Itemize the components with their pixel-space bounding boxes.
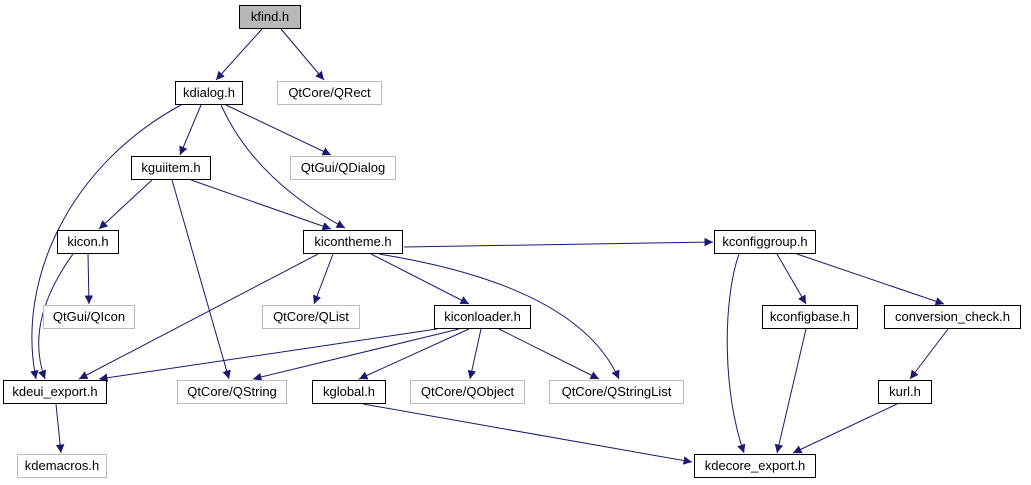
edge-kiconloader-h-to-kdeui-export-h bbox=[98, 328, 438, 382]
edge-kiconloader-h-to-qt-qstring bbox=[252, 328, 460, 382]
edge-kicontheme-h-to-kiconloader-h bbox=[370, 253, 470, 305]
node-kdecore-export-h[interactable]: kdecore_export.h bbox=[694, 454, 816, 478]
node-kdemacros-h: kdemacros.h bbox=[17, 454, 107, 478]
node-kdialog-h[interactable]: kdialog.h bbox=[175, 81, 243, 105]
edge-kiconloader-h-to-kglobal-h bbox=[358, 328, 470, 380]
node-kguiitem-h[interactable]: kguiitem.h bbox=[131, 156, 211, 180]
edge-kicontheme-h-to-kconfiggroup-h bbox=[403, 237, 714, 248]
node-qtcore-qrect: QtCore/QRect bbox=[277, 81, 382, 105]
edge-kurl-h-to-kdecore-export-h bbox=[792, 403, 898, 454]
node-kiconloader-h[interactable]: kiconloader.h bbox=[434, 305, 531, 329]
edge-kdialog-h-to-kguiitem-h bbox=[179, 104, 202, 156]
node-conversion-check-h[interactable]: conversion_check.h bbox=[884, 305, 1021, 329]
edge-kconfiggroup-h-to-conversion-check-h bbox=[796, 253, 945, 306]
edge-kicontheme-h-to-kdeui-export-h bbox=[78, 253, 319, 380]
edge-kicontheme-h-to-qt-qlist bbox=[313, 253, 334, 305]
edge-kconfiggroup-h-to-kdecore-export-h bbox=[726, 253, 746, 454]
edge-conversion-check-h-to-kurl-h bbox=[909, 328, 949, 380]
edge-kicon-h-to-kdeui-export-h bbox=[38, 253, 74, 380]
edge-kconfigbase-h-to-kdecore-export-h bbox=[774, 328, 807, 454]
node-kurl-h[interactable]: kurl.h bbox=[878, 380, 932, 404]
edge-kiconloader-h-to-qt-qstringlist bbox=[498, 328, 600, 380]
edge-kdialog-h-to-qt-qdialog bbox=[225, 104, 332, 156]
node-kfind-h[interactable]: kfind.h bbox=[239, 5, 301, 29]
node-kicon-h[interactable]: kicon.h bbox=[57, 230, 119, 254]
edge-kdialog-h-to-kicontheme-h bbox=[220, 104, 346, 229]
edge-kiconloader-h-to-qt-qobject bbox=[467, 328, 482, 380]
edge-kguiitem-h-to-kicon-h bbox=[98, 179, 153, 230]
edge-kfind-h-to-kdialog-h bbox=[215, 28, 263, 81]
node-qtgui-qicon: QtGui/QIcon bbox=[43, 305, 135, 329]
node-kconfigbase-h[interactable]: kconfigbase.h bbox=[762, 305, 858, 329]
node-kicontheme-h[interactable]: kicontheme.h bbox=[303, 230, 403, 254]
edge-kdeui-export-h-to-kdemacros-h bbox=[55, 403, 65, 454]
edge-kicontheme-h-to-qt-qstringlist bbox=[378, 253, 620, 380]
node-qtcore-qlist: QtCore/QList bbox=[262, 305, 360, 329]
node-kglobal-h[interactable]: kglobal.h bbox=[312, 380, 386, 404]
edge-kguiitem-h-to-kicontheme-h bbox=[190, 179, 332, 231]
node-qtcore-qstring: QtCore/QString bbox=[177, 380, 287, 404]
edge-kconfiggroup-h-to-kconfigbase-h bbox=[776, 253, 807, 305]
edge-kicon-h-to-qt-qicon bbox=[84, 253, 94, 305]
node-qtcore-qstringlist: QtCore/QStringList bbox=[549, 380, 684, 404]
node-qtgui-qdialog: QtGui/QDialog bbox=[290, 156, 396, 180]
node-qtcore-qobject: QtCore/QObject bbox=[410, 380, 525, 404]
node-kconfiggroup-h[interactable]: kconfiggroup.h bbox=[714, 230, 816, 254]
edge-kguiitem-h-to-qt-qstring bbox=[171, 179, 231, 380]
edge-kdialog-h-to-kdeui-export-h bbox=[30, 104, 182, 380]
edge-kglobal-h-to-kdecore-export-h bbox=[362, 403, 693, 465]
node-kdeui-export-h[interactable]: kdeui_export.h bbox=[3, 380, 107, 404]
edge-kfind-h-to-qt-qrect bbox=[280, 28, 325, 81]
